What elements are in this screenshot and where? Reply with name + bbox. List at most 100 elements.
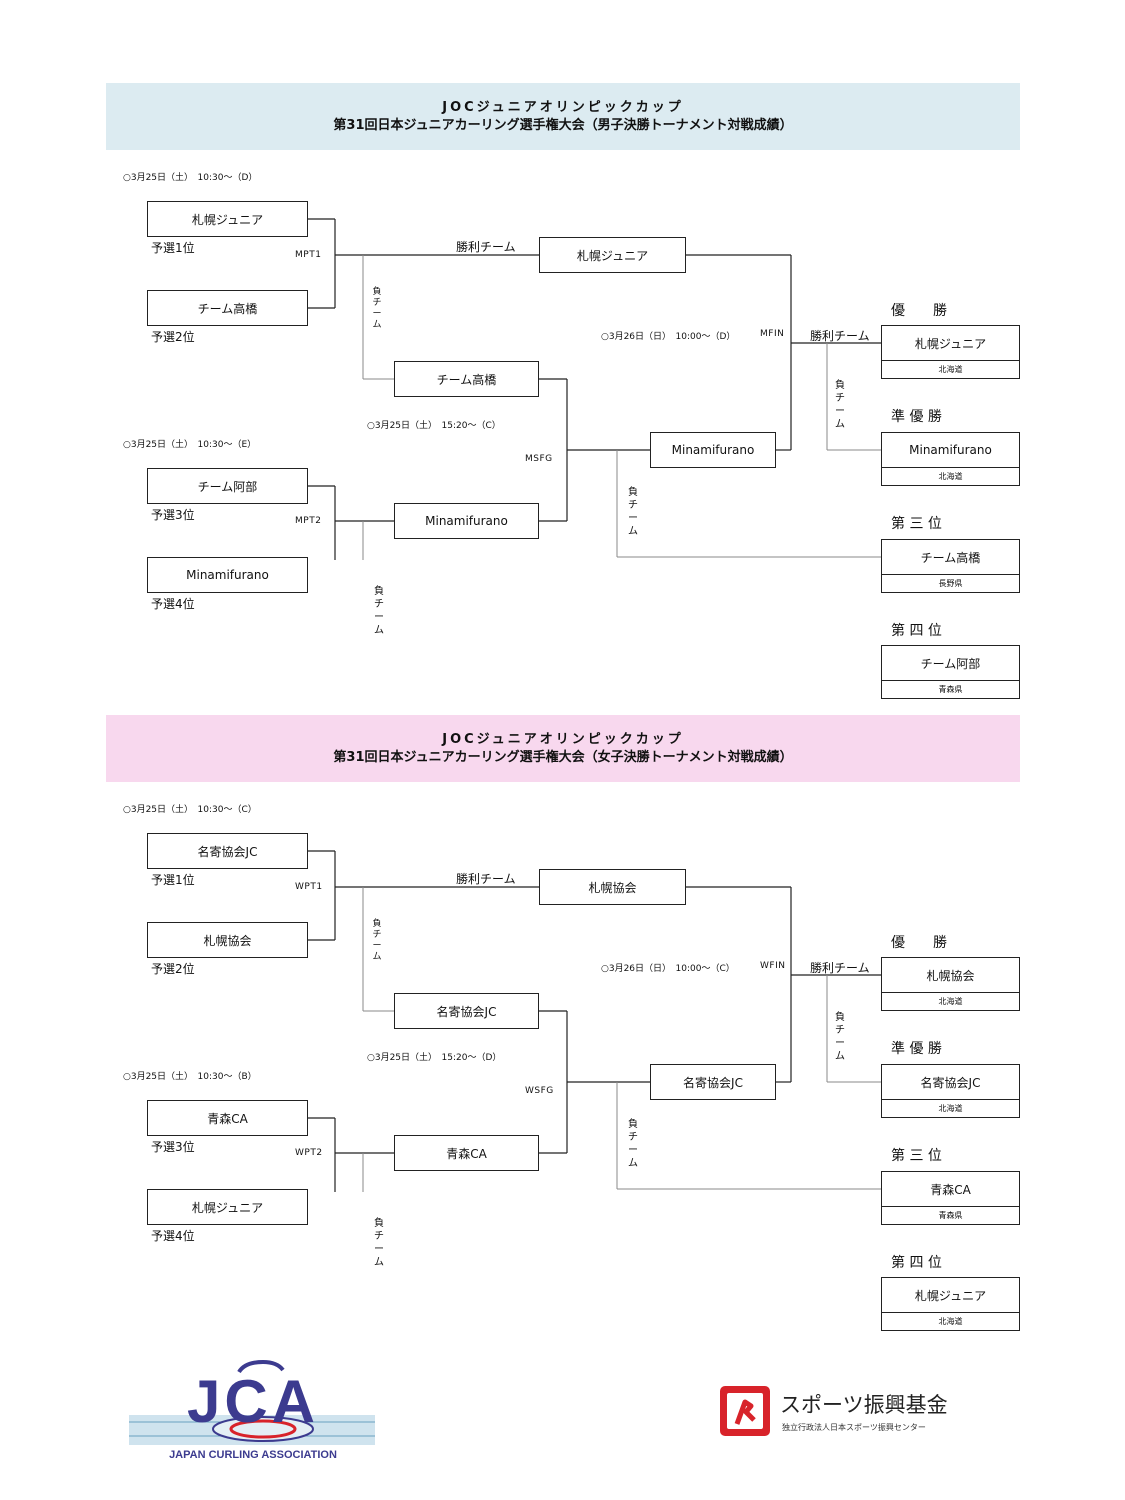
women-seed4-box: 札幌ジュニア xyxy=(147,1189,308,1225)
women-seed2-box: 札幌協会 xyxy=(147,922,308,958)
men-seed2-label: 予選2位 xyxy=(151,330,195,344)
women-title-1: JOCジュニアオリンピックカップ xyxy=(442,731,684,747)
team-name: 札幌協会 xyxy=(203,933,252,948)
women-rank1-label: 優 勝 xyxy=(891,935,947,951)
men-lose-label-sf: 負チーム xyxy=(628,487,638,537)
men-sf-winner-box: Minamifurano xyxy=(650,432,776,468)
men-title-1: JOCジュニアオリンピックカップ xyxy=(442,99,684,115)
team-name: Minamifurano xyxy=(671,443,755,457)
men-seed4-label: 予選4位 xyxy=(151,597,195,611)
jsc-name: スポーツ振興基金 xyxy=(780,1393,948,1417)
team-name: Minamifurano xyxy=(186,568,269,582)
women-win-label-final: 勝利チーム xyxy=(810,961,870,975)
women-code-pt2: WPT2 xyxy=(295,1148,323,1158)
team-name: Minamifurano xyxy=(425,514,508,528)
women-rank2-box: 名寄協会JC 北海道 xyxy=(881,1064,1020,1118)
team-name: 札幌ジュニア xyxy=(191,212,264,227)
men-rank1-box: 札幌ジュニア 北海道 xyxy=(881,325,1020,379)
men-rank1-label: 優 勝 xyxy=(891,303,947,319)
men-seed2-box: チーム高橋 xyxy=(147,290,308,326)
women-schedule-pt1: ○3月25日（土） 10:30～（C） xyxy=(123,805,257,815)
jca-letters: JCA xyxy=(187,1368,319,1435)
women-code-pt1: WPT1 xyxy=(295,882,323,892)
team-name: チーム阿部 xyxy=(882,646,1019,681)
team-name: 名寄協会JC xyxy=(882,1065,1019,1100)
men-lose-label-pt1: 負チーム xyxy=(372,287,382,330)
men-banner: JOCジュニアオリンピックカップ 第31回日本ジュニアカーリング選手権大会（男子… xyxy=(106,83,1020,150)
women-lose-label-final: 負チーム xyxy=(835,1012,845,1062)
jca-logo: JCA JAPAN CURLING ASSOCIATION xyxy=(125,1359,380,1465)
men-win-label-pt: 勝利チーム xyxy=(456,240,516,254)
women-rank2-label: 準 優 勝 xyxy=(891,1041,942,1057)
women-code-sf: WSFG xyxy=(525,1086,554,1096)
women-pt1-winner-box: 札幌協会 xyxy=(539,869,686,905)
women-seed1-label: 予選1位 xyxy=(151,873,195,887)
team-name: チーム高橋 xyxy=(436,372,497,387)
women-seed2-label: 予選2位 xyxy=(151,962,195,976)
men-rank2-label: 準 優 勝 xyxy=(891,409,942,425)
women-bracket-lines xyxy=(308,850,881,1192)
team-name: チーム高橋 xyxy=(197,301,258,316)
women-seed3-label: 予選3位 xyxy=(151,1140,195,1154)
women-sf-winner-box: 名寄協会JC xyxy=(650,1064,776,1100)
men-pt2-winner-box: Minamifurano xyxy=(394,503,539,539)
team-name: 札幌ジュニア xyxy=(576,248,649,263)
jca-name: JAPAN CURLING ASSOCIATION xyxy=(169,1449,337,1461)
men-code-pt2: MPT2 xyxy=(295,516,322,526)
women-pt1-loser-box: 名寄協会JC xyxy=(394,993,539,1029)
women-lose-label-sf: 負チーム xyxy=(628,1119,638,1169)
men-title-2: 第31回日本ジュニアカーリング選手権大会（男子決勝トーナメント対戦成績） xyxy=(333,117,793,133)
men-code-sf: MSFG xyxy=(525,454,553,464)
team-name: 青森CA xyxy=(446,1146,487,1161)
women-rank3-label: 第 三 位 xyxy=(891,1148,942,1164)
women-win-label-pt: 勝利チーム xyxy=(456,872,516,886)
women-rank1-box: 札幌協会 北海道 xyxy=(881,957,1020,1011)
men-pt1-loser-box: チーム高橋 xyxy=(394,361,539,397)
men-lose-label-final: 負チーム xyxy=(835,380,845,430)
men-seed1-box: 札幌ジュニア xyxy=(147,201,308,237)
prefecture: 長野県 xyxy=(938,579,963,588)
prefecture: 青森県 xyxy=(938,1211,963,1220)
women-seed4-label: 予選4位 xyxy=(151,1229,195,1243)
men-win-label-final: 勝利チーム xyxy=(810,329,870,343)
team-name: 名寄協会JC xyxy=(436,1004,497,1019)
men-schedule-pt2: ○3月25日（土） 10:30～（E） xyxy=(123,440,257,450)
team-name: 名寄協会JC xyxy=(197,844,258,859)
prefecture: 北海道 xyxy=(938,365,963,374)
women-code-final: WFIN xyxy=(760,961,786,971)
men-schedule-pt1: ○3月25日（土） 10:30～（D） xyxy=(123,173,258,183)
women-rank3-box: 青森CA 青森県 xyxy=(881,1171,1020,1225)
women-schedule-sf: ○3月25日（土） 15:20～（D） xyxy=(367,1053,502,1063)
women-title-2: 第31回日本ジュニアカーリング選手権大会（女子決勝トーナメント対戦成績） xyxy=(333,749,793,765)
men-schedule-final: ○3月26日（日） 10:00～（D） xyxy=(601,332,736,342)
prefecture: 北海道 xyxy=(938,997,963,1006)
women-lose-label-pt1: 負チーム xyxy=(372,919,382,962)
prefecture: 北海道 xyxy=(938,472,963,481)
men-bracket-lines xyxy=(308,218,881,560)
men-rank2-box: Minamifurano 北海道 xyxy=(881,432,1020,486)
team-name: 札幌ジュニア xyxy=(882,1278,1019,1313)
team-name: 札幌ジュニア xyxy=(882,326,1019,361)
women-seed1-box: 名寄協会JC xyxy=(147,833,308,869)
women-schedule-pt2: ○3月25日（土） 10:30～（B） xyxy=(123,1072,257,1082)
prefecture: 北海道 xyxy=(938,1104,963,1113)
men-code-pt1: MPT1 xyxy=(295,250,322,260)
jsc-sub: 独立行政法人日本スポーツ振興センター xyxy=(782,1422,926,1432)
team-name: 札幌ジュニア xyxy=(191,1200,264,1215)
women-banner: JOCジュニアオリンピックカップ 第31回日本ジュニアカーリング選手権大会（女子… xyxy=(106,715,1020,782)
team-name: 札幌協会 xyxy=(882,958,1019,993)
men-schedule-sf: ○3月25日（土） 15:20～（C） xyxy=(367,421,501,431)
team-name: チーム高橋 xyxy=(882,540,1019,575)
women-seed3-box: 青森CA xyxy=(147,1100,308,1136)
women-lose-label-pt2: 負チーム xyxy=(374,1218,384,1268)
men-rank3-label: 第 三 位 xyxy=(891,516,942,532)
team-name: 青森CA xyxy=(882,1172,1019,1207)
team-name: 札幌協会 xyxy=(588,880,637,895)
men-seed1-label: 予選1位 xyxy=(151,241,195,255)
prefecture: 北海道 xyxy=(938,1317,963,1326)
team-name: 名寄協会JC xyxy=(683,1075,743,1090)
men-code-final: MFIN xyxy=(760,329,785,339)
prefecture: 青森県 xyxy=(938,685,963,694)
men-pt1-winner-box: 札幌ジュニア xyxy=(539,237,686,273)
jsc-logo: スポーツ振興基金 独立行政法人日本スポーツ振興センター xyxy=(718,1382,968,1442)
